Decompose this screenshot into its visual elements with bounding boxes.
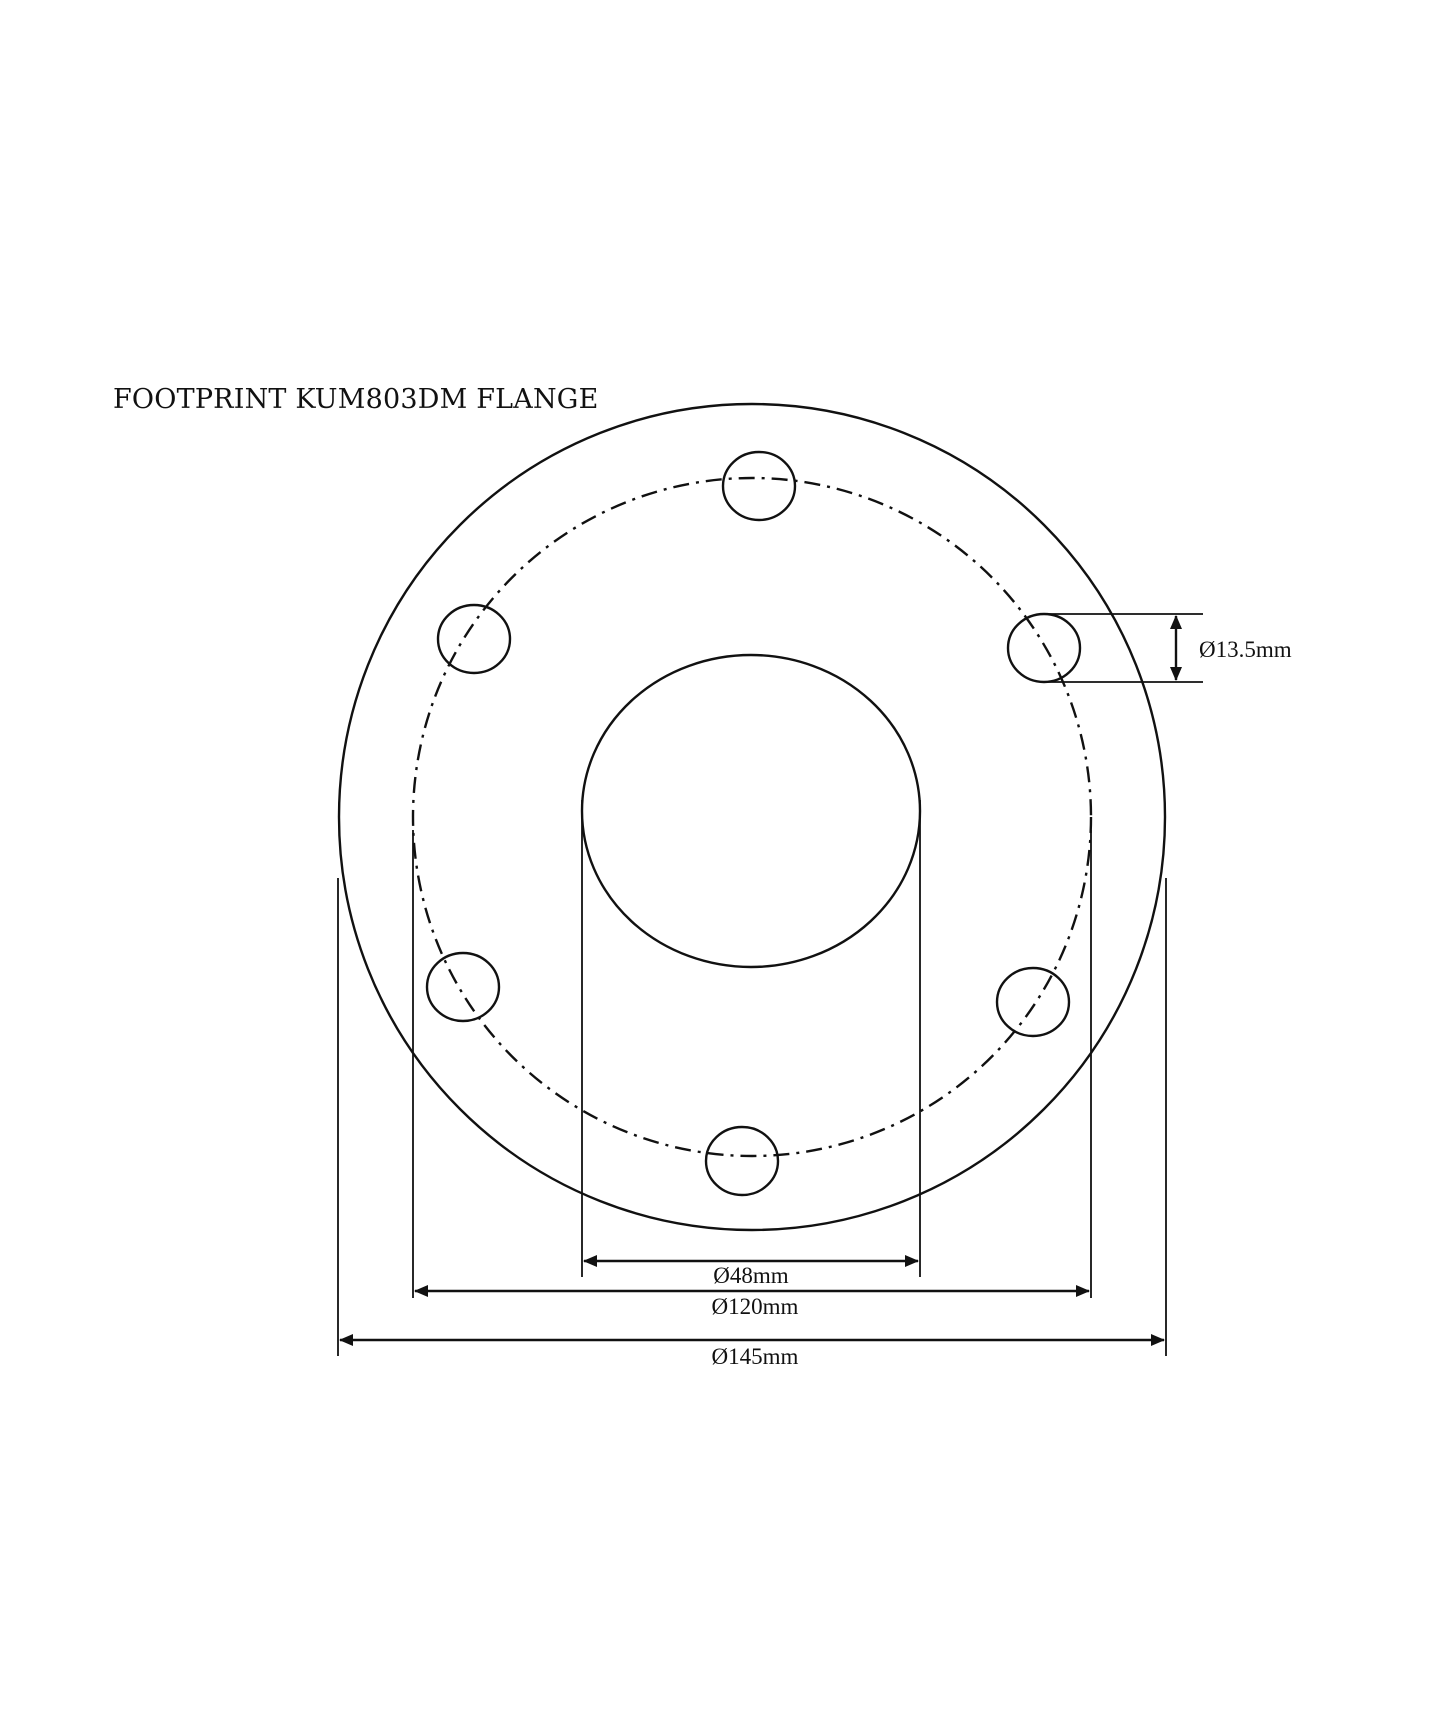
bolt-hole xyxy=(1006,612,1082,684)
center-bore xyxy=(580,653,922,969)
hole-diameter-callout: Ø13.5mm xyxy=(1044,613,1292,683)
bolt-hole xyxy=(704,1125,780,1197)
bore-dimension: Ø48mm xyxy=(583,1255,919,1288)
bolt-circle-dimension: Ø120mm xyxy=(414,1285,1090,1319)
bore-diameter-label: Ø48mm xyxy=(713,1263,789,1288)
outer-diameter-label: Ø145mm xyxy=(712,1344,799,1369)
bolt-hole xyxy=(436,603,512,675)
hole-diameter-label: Ø13.5mm xyxy=(1199,637,1292,662)
bolt-holes xyxy=(425,450,1082,1197)
drawing-title: FOOTPRINT KUM803DM FLANGE xyxy=(113,384,599,415)
extension-lines xyxy=(337,800,1167,1356)
bolt-circle xyxy=(411,476,1093,1158)
bolt-hole xyxy=(425,951,501,1023)
bolt-hole xyxy=(995,966,1071,1038)
bolt-circle-diameter-label: Ø120mm xyxy=(712,1294,799,1319)
outer-flange-circle xyxy=(337,402,1167,1232)
bolt-hole xyxy=(721,450,797,522)
outer-dimension: Ø145mm xyxy=(339,1334,1165,1369)
